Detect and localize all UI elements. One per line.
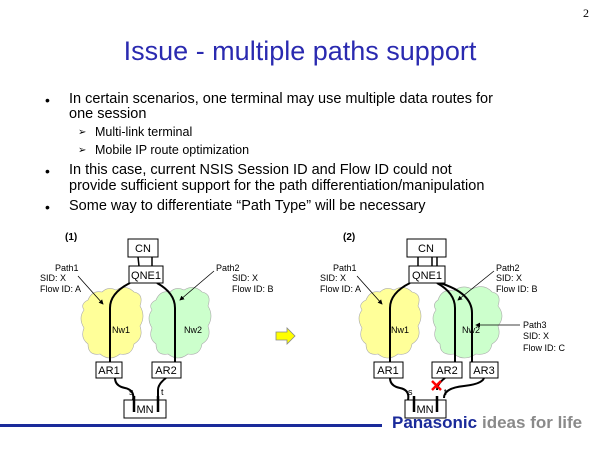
- bullet-icon: •: [45, 92, 50, 108]
- ar2-box: [431, 361, 463, 379]
- path2-label: Path2: [496, 263, 520, 273]
- qne1-box: [408, 265, 446, 284]
- cn-box: [127, 238, 159, 258]
- subitem-2: Mobile IP route optimization: [95, 143, 250, 157]
- bullet-1-line-2: one session: [69, 106, 147, 122]
- nw1-cloud: [80, 287, 144, 359]
- qne1-label: QNE1: [131, 270, 161, 282]
- page-number: 2: [583, 6, 589, 20]
- arrow-bullet-icon: ➢: [78, 145, 87, 156]
- diagram-1-label: (1): [65, 232, 77, 243]
- diagram-1: (1) Nw1 Nw2 CN QNE1 AR1 AR2 MN s t Path1…: [40, 232, 274, 419]
- ar1-box: [95, 361, 123, 379]
- path2-flow: Flow ID: B: [232, 284, 274, 294]
- bullet-1-line-1: In certain scenarios, one terminal may u…: [69, 91, 493, 107]
- mn-label: MN: [136, 404, 153, 416]
- bullet-2-line-2: provide sufficient support for the path …: [69, 178, 485, 194]
- cn-box: [406, 238, 447, 258]
- path1-label: Path1: [333, 263, 357, 273]
- ar3-box: [469, 361, 499, 379]
- qne1-label: QNE1: [412, 270, 442, 282]
- nw1-label: Nw1: [391, 325, 409, 335]
- slide-title: Issue - multiple paths support: [123, 36, 477, 66]
- ar2-label: AR2: [436, 365, 457, 377]
- ar1-label: AR1: [377, 365, 398, 377]
- bullet-2-line-1: In this case, current NSIS Session ID an…: [69, 162, 452, 178]
- mn-label: MN: [416, 404, 433, 416]
- brand-tagline: ideas for life: [482, 413, 582, 432]
- path1-sid: SID: X: [320, 273, 346, 283]
- cn-label: CN: [418, 243, 434, 255]
- bullet-3-line-1: Some way to differentiate “Path Type” wi…: [69, 198, 426, 214]
- path2-label: Path2: [216, 263, 240, 273]
- interface-t-label: t: [444, 387, 447, 397]
- panasonic-logo: Panasonic: [392, 413, 477, 432]
- path1-flow: Flow ID: A: [40, 284, 81, 294]
- arrow-bullet-icon: ➢: [78, 127, 87, 138]
- link-broken-x-icon: [431, 380, 442, 391]
- qne1-box: [128, 265, 164, 284]
- path1-flow: Flow ID: A: [320, 284, 361, 294]
- diagram-2: (2) Nw1 Nw2 CN QNE1 AR1 AR2 AR3 MN s t P…: [320, 232, 566, 419]
- nw2-cloud: [148, 287, 212, 359]
- interface-s-label: s: [408, 387, 413, 397]
- footer-rule: [0, 424, 382, 427]
- path2-flow: Flow ID: B: [496, 284, 538, 294]
- cn-label: CN: [135, 243, 151, 255]
- path1-sid: SID: X: [40, 273, 66, 283]
- path2-sid: SID: X: [232, 273, 258, 283]
- nw1-label: Nw1: [112, 325, 130, 335]
- bullet-icon: •: [45, 163, 50, 179]
- interface-s-label: s: [129, 387, 134, 397]
- path3-label: Path3: [523, 320, 547, 330]
- diagram-2-label: (2): [343, 232, 355, 243]
- bullet-icon: •: [45, 199, 50, 215]
- nw2-label: Nw2: [184, 325, 202, 335]
- ar1-box: [373, 361, 404, 379]
- subitem-1: Multi-link terminal: [95, 125, 193, 139]
- path3-sid: SID: X: [523, 331, 549, 341]
- path3-flow: Flow ID: C: [523, 343, 566, 353]
- path1-label: Path1: [55, 263, 79, 273]
- ar2-label: AR2: [155, 365, 176, 377]
- interface-t-label: t: [161, 387, 164, 397]
- next-arrow-icon: [275, 327, 296, 345]
- ar1-label: AR1: [98, 365, 119, 377]
- ar3-label: AR3: [473, 365, 494, 377]
- nw2-cloud: [432, 286, 503, 359]
- path2-sid: SID: X: [496, 273, 522, 283]
- ar2-box: [151, 361, 182, 379]
